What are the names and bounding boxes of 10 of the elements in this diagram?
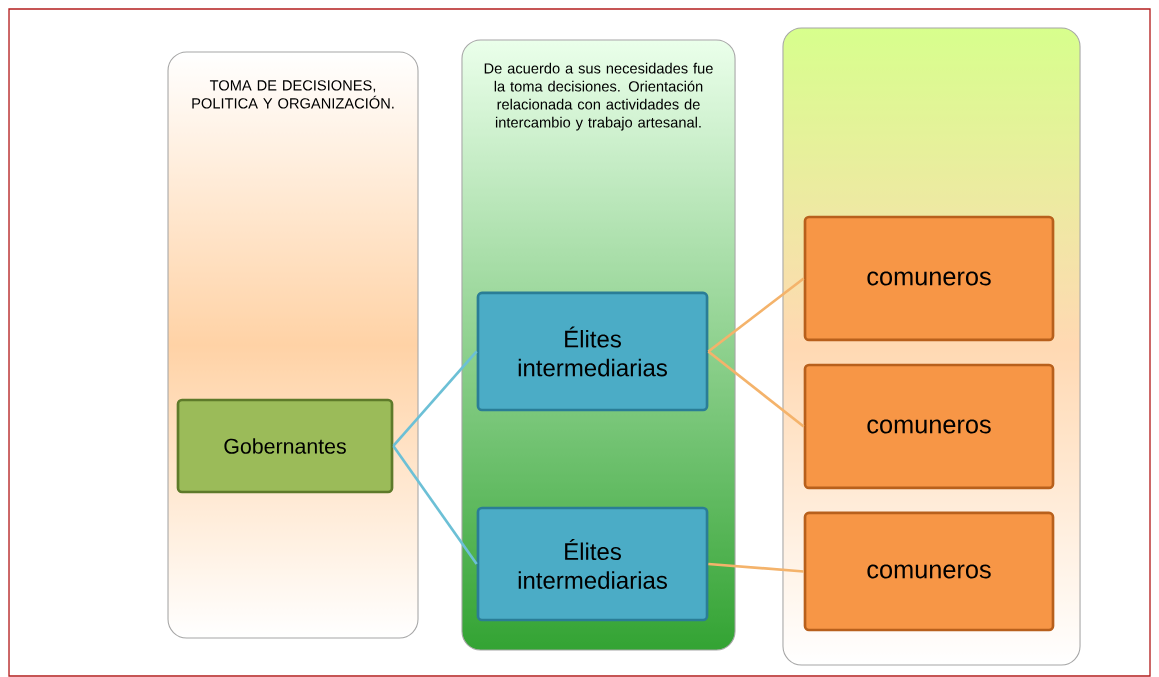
level-box: Élites intermediarias <box>476 506 709 622</box>
connector-line <box>707 350 805 428</box>
connector-line <box>392 350 478 447</box>
level-box: Gobernantes <box>176 398 394 494</box>
connector-line <box>708 562 804 573</box>
level-box: Élites intermediarias <box>476 291 709 412</box>
connector-line <box>707 277 805 353</box>
level-box: comuneros <box>803 511 1055 632</box>
level-box: comuneros <box>803 363 1055 490</box>
level-box: comuneros <box>803 215 1055 342</box>
